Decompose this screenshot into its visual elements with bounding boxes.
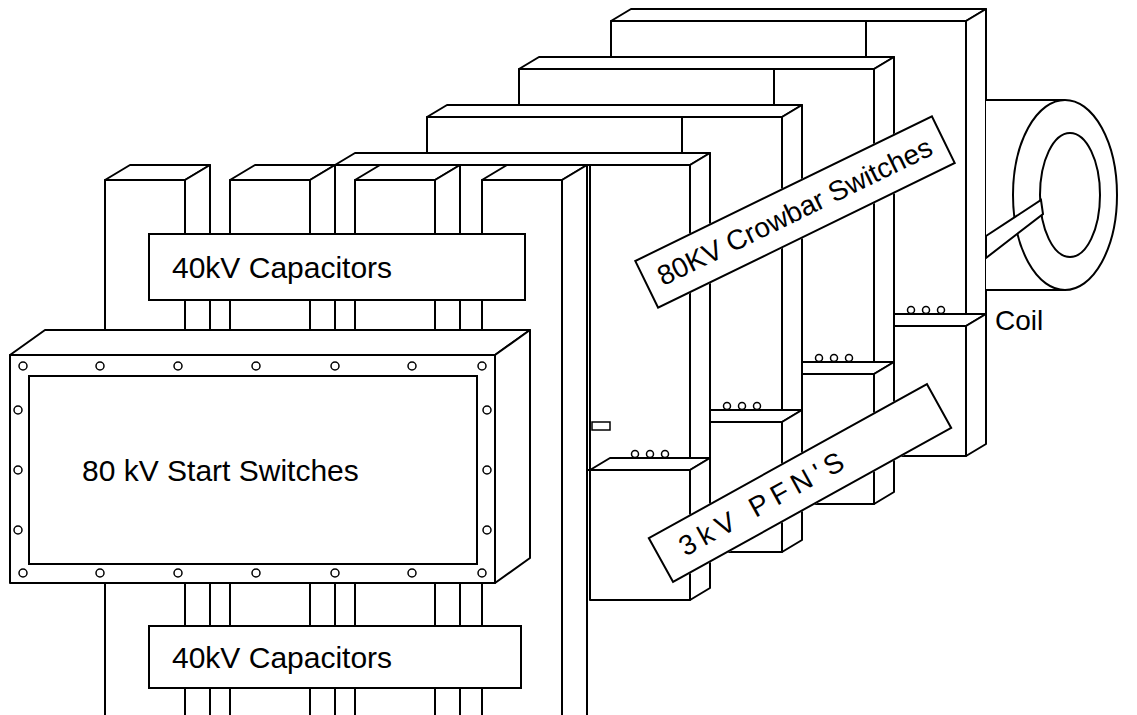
start-switch-enclosure — [10, 330, 530, 583]
bolt — [96, 362, 104, 370]
bolt — [14, 466, 22, 474]
label-text: 40kV Capacitors — [172, 641, 392, 674]
bolt — [19, 569, 27, 577]
bolt — [252, 362, 260, 370]
bolt — [14, 406, 22, 414]
bolt — [478, 362, 486, 370]
bolt — [96, 569, 104, 577]
bolt — [14, 526, 22, 534]
bolt — [408, 569, 416, 577]
coil-drawing — [986, 100, 1117, 290]
label-text: 40kV Capacitors — [172, 251, 392, 284]
label-box: 80 kV Start Switches — [28, 375, 478, 565]
bolt — [483, 406, 491, 414]
bolt — [408, 362, 416, 370]
label-text: 80KV Crowbar Switches — [653, 132, 938, 292]
label-box: 80KV Crowbar Switches — [634, 115, 956, 309]
label-text: 3kV PFN'S — [674, 443, 855, 562]
label-text: 80 kV Start Switches — [82, 454, 359, 487]
bolt — [483, 526, 491, 534]
bolt — [331, 362, 339, 370]
bolt — [174, 362, 182, 370]
bolt — [331, 569, 339, 577]
label-box: 3kV PFN'S — [647, 383, 952, 584]
bolt — [19, 362, 27, 370]
label-box: 40kV Capacitors — [148, 233, 526, 301]
label-box: 40kV Capacitors — [148, 625, 522, 689]
part-label: Coil — [995, 306, 1043, 337]
bolt — [174, 569, 182, 577]
bolt — [483, 466, 491, 474]
bolt — [252, 569, 260, 577]
bolt — [478, 569, 486, 577]
